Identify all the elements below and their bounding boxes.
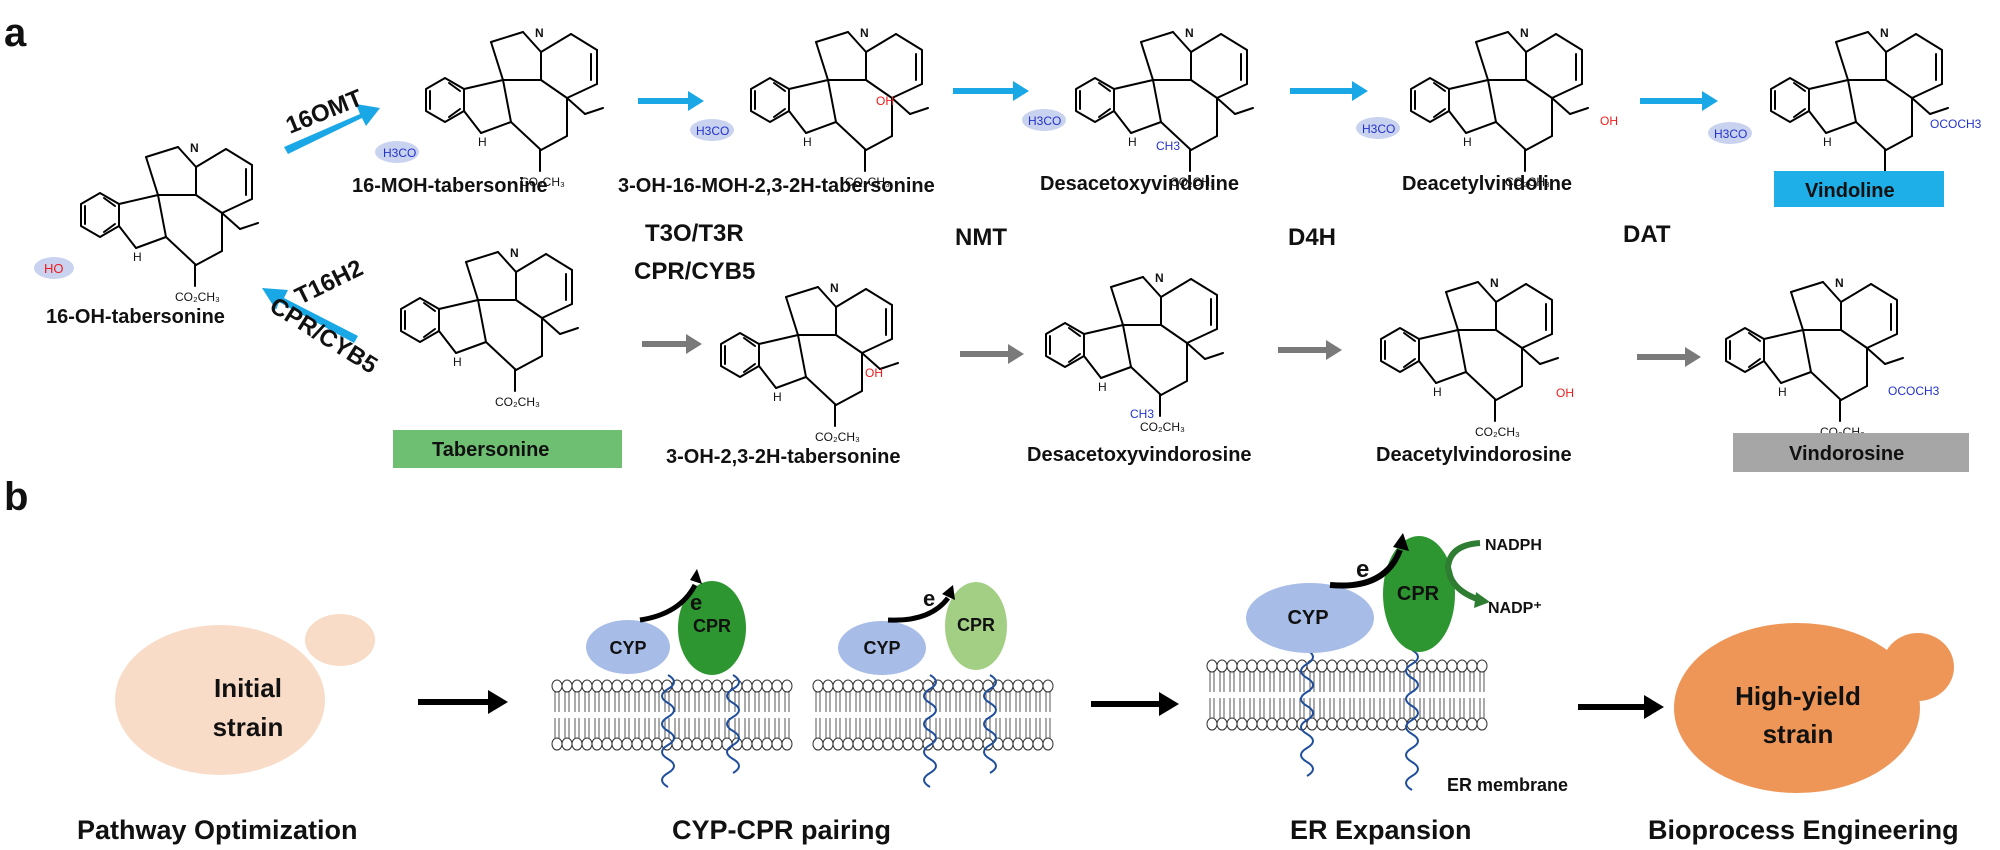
arrow-gray-3	[1278, 340, 1342, 360]
cyp-label-1: CYP	[609, 638, 646, 658]
high-yield-line1: High-yield	[1735, 681, 1861, 711]
nadph-label: NADPH	[1485, 537, 1542, 554]
enzyme-t3o-t3r: T3O/T3R	[645, 220, 744, 247]
vindorosine-highlight-box	[1733, 433, 1969, 472]
cyp-label-2: CYP	[863, 638, 900, 658]
cpr-blob-3	[1383, 536, 1455, 652]
label-3-oh-2h-tabersonine: 3-OH-2,3-2H-tabersonine	[666, 446, 901, 468]
arrow-t16h2	[262, 288, 358, 343]
cyp-label-3: CYP	[1287, 607, 1328, 629]
cyp-blob-3	[1246, 583, 1374, 653]
step-cyp-cpr-pairing: CYP-CPR pairing	[672, 815, 891, 845]
electron-arc-2	[887, 596, 950, 623]
structure-3-oh-2h-tabersonine	[720, 280, 899, 445]
cpr-blob-2	[945, 582, 1007, 670]
label-desacetoxyvindorosine: Desacetoxyvindorosine	[1027, 444, 1252, 466]
high-yield-line2: strain	[1763, 719, 1834, 749]
nadph-arrow	[1444, 540, 1482, 603]
panel-label-a: a	[4, 11, 27, 55]
ho-group-label: HO	[44, 261, 64, 276]
label-16-oh-tabersonine: 16-OH-tabersonine	[46, 306, 225, 328]
structure-deacetylvindoline	[1410, 25, 1589, 190]
step-bioprocess-engineering: Bioprocess Engineering	[1648, 815, 1959, 845]
structure-desacetoxyvindoline	[1075, 25, 1254, 190]
electron-label-2: e	[923, 586, 935, 611]
membrane-right	[1206, 649, 1488, 791]
arrow-black-2	[1091, 692, 1179, 716]
structure-16-moh-tabersonine	[425, 25, 604, 190]
cofactor-cpr-cyb5-a: CPR/CYB5	[265, 292, 382, 379]
cpr-blob-1	[678, 581, 746, 675]
label-deacetylvindoline: Deacetylvindoline	[1402, 173, 1572, 195]
membrane-middle	[812, 674, 1054, 788]
structure-3-oh-16-moh-2h-tabersonine	[750, 25, 929, 190]
electron-label-1: e	[690, 590, 702, 615]
arrow-gray-1	[642, 334, 702, 354]
arrow-gray-2	[960, 344, 1024, 364]
oh-red-3: OH	[865, 366, 883, 380]
arrow-gray-4	[1637, 347, 1701, 367]
enzyme-nmt: NMT	[955, 224, 1007, 251]
structure-deacetylvindorosine	[1380, 275, 1559, 440]
label-3-oh-16-moh-2h: 3-OH-16-MOH-2,3-2H-tabersonine	[618, 175, 935, 197]
initial-strain-cell	[115, 614, 375, 775]
h3co-label-4: H3CO	[1362, 122, 1395, 136]
tabersonine-highlight-box	[393, 430, 622, 468]
oh-red-4: OH	[1556, 386, 1574, 400]
nch3-blue-1: CH3	[1156, 139, 1180, 153]
electron-arc-3	[1329, 548, 1403, 589]
structure-vindorosine	[1725, 275, 1904, 440]
label-tabersonine: Tabersonine	[432, 439, 549, 461]
h3co-label-1: H3CO	[383, 146, 416, 160]
label-vindoline: Vindoline	[1805, 180, 1895, 202]
structure-16-oh-tabersonine	[80, 140, 259, 305]
nch3-blue-2: CH3	[1130, 407, 1154, 421]
electron-label-3: e	[1356, 556, 1369, 583]
ococh3-2: OCOCH3	[1888, 384, 1940, 398]
structure-vindoline	[1770, 25, 1949, 190]
h3co-label-5: H3CO	[1714, 127, 1747, 141]
panel-label-b: b	[4, 475, 28, 519]
h3co-label-3: H3CO	[1028, 114, 1061, 128]
vindoline-highlight-box	[1774, 171, 1944, 207]
arrow-black-3	[1578, 695, 1664, 719]
membrane-left	[551, 674, 793, 788]
label-desacetoxyvindoline: Desacetoxyvindoline	[1040, 173, 1239, 195]
arrow-black-1	[418, 690, 508, 714]
cofactor-cpr-cyb5-b: CPR/CYB5	[634, 258, 755, 285]
enzyme-dat: DAT	[1623, 221, 1671, 248]
arrow-16omt	[284, 104, 380, 154]
step-er-expansion: ER Expansion	[1290, 815, 1472, 845]
label-vindorosine: Vindorosine	[1789, 443, 1904, 465]
structure-tabersonine	[400, 245, 579, 410]
cpr-label-3: CPR	[1397, 583, 1440, 605]
electron-arc-1	[639, 583, 698, 623]
enzyme-d4h: D4H	[1288, 224, 1336, 251]
oh-red-2: OH	[1600, 114, 1618, 128]
cyp-blob-2	[838, 621, 926, 675]
initial-strain-line1: Initial	[214, 673, 282, 703]
arrow-blue-4	[1640, 91, 1718, 111]
label-deacetylvindorosine: Deacetylvindorosine	[1376, 444, 1572, 466]
arrow-blue-1	[638, 91, 704, 111]
ococh3-1: OCOCH3	[1930, 117, 1982, 131]
oh-red-1: OH	[876, 94, 894, 108]
cyp-blob-1	[586, 620, 670, 674]
er-membrane-label: ER membrane	[1447, 775, 1568, 795]
arrow-blue-3	[1290, 81, 1368, 101]
arrow-blue-2	[953, 81, 1029, 101]
label-16-moh-tabersonine: 16-MOH-tabersonine	[352, 175, 548, 197]
initial-strain-line2: strain	[213, 712, 284, 742]
step-pathway-optimization: Pathway Optimization	[77, 815, 358, 845]
nadp-label: NADP⁺	[1488, 600, 1542, 617]
high-yield-strain-cell	[1674, 623, 1954, 793]
enzyme-t16h2: T16H2	[291, 255, 368, 311]
h3co-label-2: H3CO	[696, 124, 729, 138]
cpr-label-1: CPR	[693, 616, 731, 636]
cpr-label-2: CPR	[957, 615, 995, 635]
